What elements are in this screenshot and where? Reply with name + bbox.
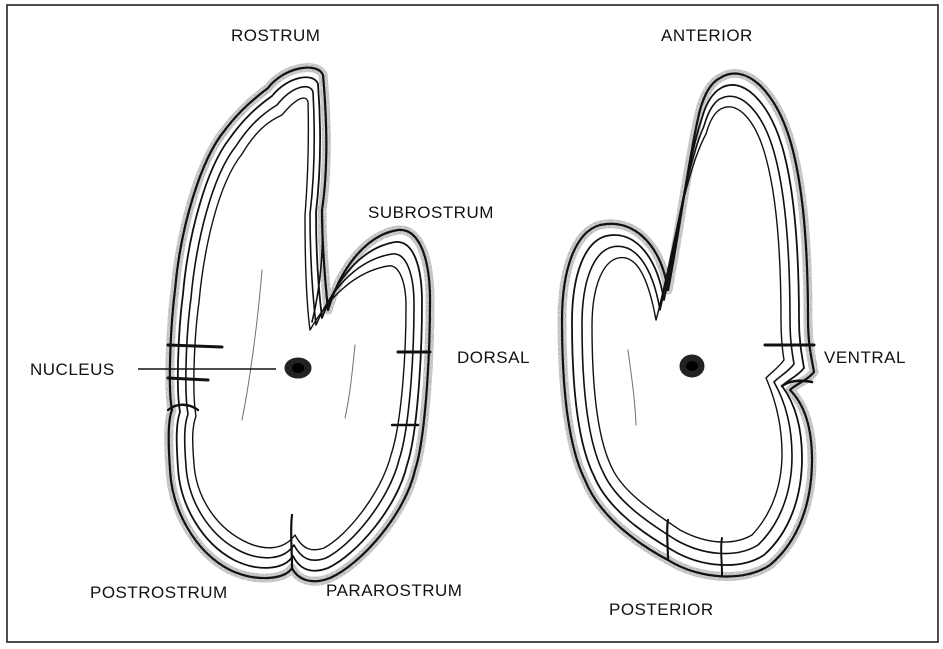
label-rostrum: ROSTRUM [231,27,320,44]
label-subrostrum: SUBROSTRUM [368,204,494,221]
left-otolith-fold-2 [345,345,355,418]
right-otolith-posterior-fold [667,520,668,560]
label-nucleus: NUCLEUS [30,361,115,378]
left-otolith-inner-body [193,98,406,550]
left-otolith-notch-1 [168,345,222,347]
left-otolith [168,68,430,582]
label-pararostrum: PARAROSTRUM [326,582,462,599]
left-otolith-fold-1 [242,270,262,420]
label-dorsal: DORSAL [457,349,530,366]
right-otolith [562,73,814,576]
right-otolith-posterior-fold-2 [721,538,722,575]
left-otolith-ring-3 [185,87,414,561]
label-posterior: POSTERIOR [609,601,714,618]
right-otolith-fold-1 [628,350,636,425]
right-otolith-outer-ring [562,73,814,576]
label-postrostrum: POSTROSTRUM [90,584,228,601]
label-ventral: VENTRAL [824,349,906,366]
left-otolith-posterior-fold [291,515,292,568]
label-anterior: ANTERIOR [661,27,753,44]
left-otolith-notch-2 [168,378,208,380]
